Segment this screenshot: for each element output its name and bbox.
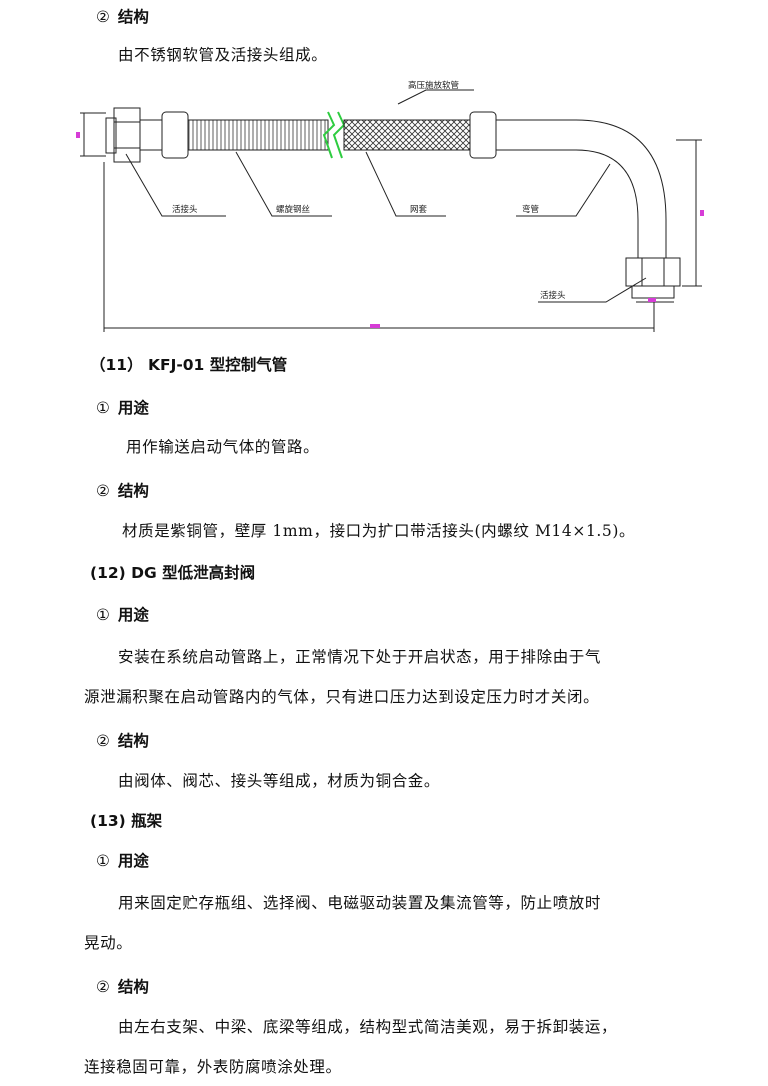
leader-spiral	[235, 151, 332, 217]
left-union-flange	[105, 117, 117, 154]
paragraph-line: 晃动。	[84, 934, 133, 952]
heading-label: 结构	[117, 978, 149, 996]
leader-mesh	[365, 151, 446, 217]
paragraph-line: 源泄漏积聚在启动管路内的气体，只有进口压力达到设定压力时才关闭。	[84, 688, 600, 706]
heading-number: ①	[96, 399, 110, 417]
leader-union-bottom	[538, 277, 647, 303]
elbow-tube-outer	[496, 119, 667, 258]
heading-number: ②	[96, 482, 110, 500]
heading-label: 结构	[117, 8, 149, 26]
heading-label: 结构	[117, 732, 149, 750]
heading-number: ②	[96, 8, 110, 26]
label-union-bottom: 活接头	[540, 290, 566, 301]
heading-number: ②	[96, 732, 110, 750]
heading-number: ①	[96, 852, 110, 870]
label-union-left: 活接头	[172, 204, 198, 215]
leader-union-left	[125, 153, 226, 217]
heading-label: 结构	[117, 482, 149, 500]
left-union-nut	[113, 107, 141, 163]
paragraph: 材质是紫铜管，壁厚 1mm，接口为扩口带活接头(内螺纹 M14×1.5)。	[122, 522, 636, 540]
label-mesh: 网套	[410, 204, 428, 215]
section-heading: ① 用途	[96, 604, 149, 626]
left-ferrule	[161, 111, 189, 159]
right-ferrule	[469, 111, 497, 159]
label-spiral: 螺旋钢丝	[276, 204, 311, 215]
paragraph: 由不锈钢软管及活接头组成。	[118, 46, 328, 64]
paragraph: 用作输送启动气体的管路。	[126, 438, 320, 456]
heading-number: ②	[96, 978, 110, 996]
paragraph-line: 安装在系统启动管路上，正常情况下处于开启状态，用于排除由于气	[118, 648, 602, 666]
heading-number: ①	[96, 606, 110, 624]
heading-label: 用途	[117, 399, 149, 417]
hose-diagram: 高压施放软管 活接头 螺旋钢丝 网套 弯管 活接头	[76, 80, 704, 332]
paragraph: 由阀体、阀芯、接头等组成，材质为铜合金。	[118, 772, 441, 790]
section-title: (12) DG 型低泄高封阀	[90, 564, 256, 582]
paragraph-line: 用来固定贮存瓶组、选择阀、电磁驱动装置及集流管等，防止喷放时	[118, 894, 602, 912]
bottom-union-flange	[631, 285, 675, 299]
section-heading: ② 结构	[96, 976, 149, 998]
break-symbol	[322, 111, 336, 159]
spiral-steel-wire-section	[187, 119, 329, 151]
heading-label: 用途	[117, 852, 149, 870]
leader-elbow	[516, 163, 611, 217]
section-heading: ① 用途	[96, 397, 149, 419]
label-hose: 高压施放软管	[408, 80, 459, 91]
section-heading: ② 结构	[96, 730, 149, 752]
leader-hose	[397, 89, 474, 105]
section-heading: ② 结构	[96, 6, 149, 28]
bottom-union-nut	[625, 257, 681, 287]
section-heading: ① 用途	[96, 850, 149, 872]
label-elbow: 弯管	[522, 204, 539, 215]
mesh-braid-section	[343, 119, 471, 151]
heading-label: 用途	[117, 606, 149, 624]
section-title: (13) 瓶架	[90, 812, 163, 830]
elbow-tube-inner	[496, 149, 639, 258]
paragraph-line: 由左右支架、中梁、底梁等组成，结构型式简洁美观，易于拆卸装运，	[118, 1018, 618, 1036]
section-heading: ② 结构	[96, 480, 149, 502]
section-title: （11） KFJ-01 型控制气管	[90, 356, 288, 374]
paragraph-line: 连接稳固可靠，外表防腐喷涂处理。	[84, 1058, 342, 1076]
